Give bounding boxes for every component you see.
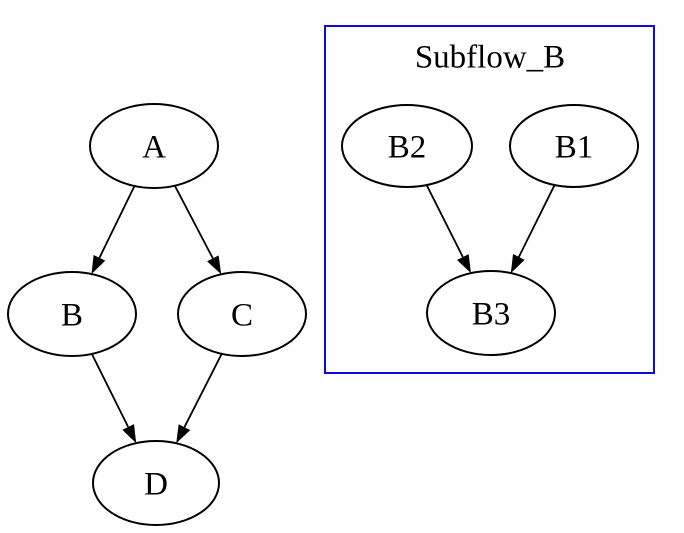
node-D-ellipse — [92, 440, 220, 526]
node-A-ellipse — [89, 103, 219, 189]
edge-B2-B3 — [425, 184, 464, 258]
node-B2-ellipse — [341, 104, 473, 188]
node-A-label: A — [142, 130, 166, 166]
edge-B1-B3 — [518, 184, 556, 258]
node-B2-label: B2 — [388, 130, 427, 166]
node-B2: B2 — [341, 104, 473, 188]
node-A: A — [89, 103, 219, 189]
edge-B2-B3-arrowhead — [457, 254, 471, 274]
edge-B-D-arrowhead — [122, 424, 137, 444]
node-B3-label: B3 — [472, 297, 511, 333]
node-B: B — [7, 271, 137, 357]
node-B3: B3 — [426, 270, 556, 356]
edge-A-B-arrowhead — [91, 254, 106, 275]
edge-C-D — [183, 353, 223, 428]
edge-A-C-arrowhead — [207, 255, 222, 275]
node-C: C — [177, 271, 307, 357]
node-B-label: B — [61, 298, 83, 334]
edge-B1-B3-arrowhead — [510, 254, 525, 274]
node-B3-ellipse — [426, 270, 556, 356]
edge-A-B — [98, 185, 136, 259]
node-D-label: D — [144, 467, 168, 503]
edge-layer — [91, 184, 556, 444]
node-D: D — [92, 440, 220, 526]
cluster-layer: Subflow_B — [324, 25, 655, 374]
node-C-label: C — [231, 298, 253, 334]
node-B1: B1 — [509, 104, 639, 188]
subflow-b-cluster-box — [324, 25, 655, 374]
edge-B-D — [91, 353, 129, 428]
node-B-ellipse — [7, 271, 137, 357]
node-B1-ellipse — [509, 104, 639, 188]
edge-C-D-arrowhead — [176, 424, 191, 444]
node-C-ellipse — [177, 271, 307, 357]
cluster-title: Subflow_B — [415, 40, 565, 76]
edge-A-C — [174, 185, 214, 259]
node-B1-label: B1 — [555, 130, 594, 166]
